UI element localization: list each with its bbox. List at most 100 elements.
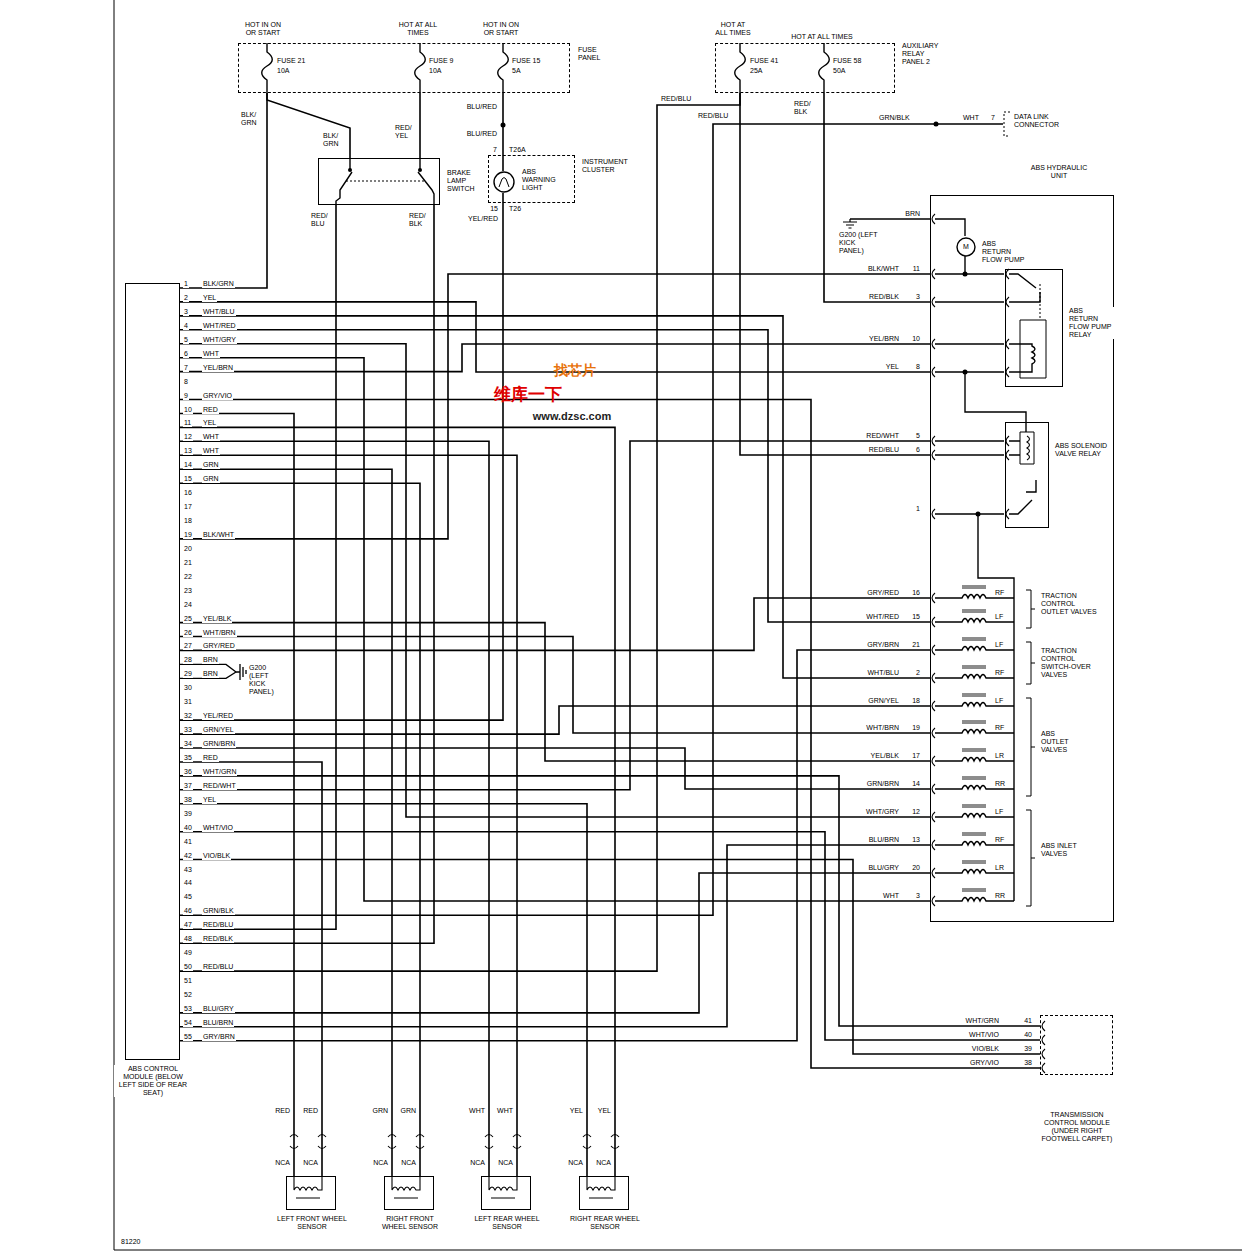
ground-label: G200 (LEFT KICK PANEL) — [838, 231, 882, 255]
wire-color: GRY/VIO — [969, 1059, 1000, 1067]
pin-socket — [1042, 1035, 1045, 1045]
wire — [180, 205, 336, 929]
relay-box: ABS RETURN FLOW PUMP RELAY — [1005, 269, 1063, 387]
pin-number: 12 — [911, 808, 921, 816]
pin-number: 21 — [183, 559, 193, 567]
pin-number: 28 — [183, 656, 193, 664]
pin-number: 48 — [183, 935, 193, 943]
wire-color: BRN — [904, 210, 921, 218]
wire-color: BLU/RED — [466, 103, 498, 111]
internal-wire — [965, 372, 1026, 432]
valve-core — [962, 666, 986, 668]
pin-number: 6 — [915, 446, 921, 454]
pin-number: 19 — [183, 531, 193, 539]
pin-number: 10 — [911, 335, 921, 343]
pin-socket — [932, 339, 935, 349]
valve-core — [962, 721, 986, 723]
valve-position: LF — [994, 697, 1004, 705]
sensor-coil — [294, 1176, 322, 1190]
connector-id: NCA — [302, 1159, 319, 1167]
instrument-cluster: INSTRUMENT CLUSTERABS WARNING LIGHT — [488, 155, 575, 203]
wire-color: WHT/RED — [865, 613, 900, 621]
pin-number: 22 — [183, 573, 193, 581]
pin-number: 54 — [183, 1019, 193, 1027]
wire-color: YEL/RED — [202, 712, 234, 720]
wire-color: WHT — [962, 114, 980, 122]
wire-color: YEL — [202, 294, 217, 302]
pin-number: 33 — [183, 726, 193, 734]
pin-number: 53 — [183, 1005, 193, 1013]
internal-wire — [935, 371, 1004, 372]
wire-color: WHT/GRN — [965, 1017, 1000, 1025]
page-frame — [114, 0, 1242, 1250]
valve-position: LF — [994, 613, 1004, 621]
fuse-label: FUSE 9 — [428, 57, 455, 65]
wire — [419, 93, 421, 158]
pin-number: 36 — [183, 768, 193, 776]
pin-number: 50 — [183, 963, 193, 971]
pin-number: 27 — [183, 642, 193, 650]
pin-number: 30 — [183, 684, 193, 692]
wire-color: WHT/GRY — [865, 808, 900, 816]
wire-color: GRN/YEL — [202, 726, 235, 734]
pin-number: 23 — [183, 587, 193, 595]
pin-number: 55 — [183, 1033, 193, 1041]
internal-wire — [935, 454, 1004, 455]
pin-socket — [932, 728, 935, 738]
pin-socket — [932, 673, 935, 683]
pin-number: 15 — [183, 475, 193, 483]
valve-core — [962, 694, 986, 696]
component-label: M — [962, 243, 970, 251]
wire-color: VIO/BLK — [971, 1045, 1000, 1053]
component-label: FUSE PANEL — [577, 46, 607, 62]
group-bracket — [1026, 590, 1035, 628]
wire-color: BLK/WHT — [202, 531, 235, 539]
wire-color: YEL — [202, 796, 217, 804]
pin-number: 18 — [183, 517, 193, 525]
pin-number: 35 — [183, 754, 193, 762]
wire-color: BLK/WHT — [867, 265, 900, 273]
pin-number: 45 — [183, 893, 193, 901]
warning-lamp: ABS WARNING LIGHT — [493, 171, 515, 193]
connector-id: NCA — [469, 1159, 486, 1167]
wire — [180, 205, 434, 943]
fuse-label: FUSE 21 — [276, 57, 306, 65]
wire-color: WHT — [468, 1107, 486, 1115]
wire-color: RED — [202, 406, 219, 414]
pin-number: 24 — [183, 601, 193, 609]
pin-number: 15 — [489, 205, 499, 213]
connector-id: NCA — [274, 1159, 291, 1167]
valve-core — [962, 833, 986, 835]
wire — [180, 832, 1040, 1040]
fuse-label: 50A — [832, 67, 846, 75]
wire-color: RED/BLK — [202, 935, 234, 943]
pin-number: 32 — [183, 712, 193, 720]
pin-socket — [1006, 269, 1009, 279]
sensor-core — [296, 1198, 320, 1199]
ground-label: G200 (LEFT KICK PANEL) — [248, 664, 284, 696]
wire-color: RED/BLU — [202, 921, 234, 929]
wire-color: GRN/YEL — [867, 697, 900, 705]
relay-contact — [1009, 274, 1036, 288]
wire-color: RED/ BLK — [793, 100, 815, 116]
wire — [180, 483, 420, 1176]
wire-color: BRN — [202, 670, 219, 678]
pin-number: 8 — [183, 378, 189, 386]
wire-color: BLU/GRY — [202, 1005, 235, 1013]
valve-core — [962, 777, 986, 779]
wire-color: BLK/ GRN — [240, 111, 262, 127]
pin-number: 3 — [915, 892, 921, 900]
wire-color: GRY/BRN — [202, 1033, 236, 1041]
wire-color: YEL — [597, 1107, 612, 1115]
pin-number: 39 — [1023, 1045, 1033, 1053]
valve-position: RR — [994, 780, 1006, 788]
pin-number: 17 — [911, 752, 921, 760]
pin-number: 21 — [911, 641, 921, 649]
connector-id: NCA — [595, 1159, 612, 1167]
wire-color: RED/WHT — [865, 432, 900, 440]
sensor-coil — [392, 1176, 420, 1190]
supply-note: HOT AT ALL TIMES — [713, 21, 753, 37]
wire — [180, 93, 267, 288]
